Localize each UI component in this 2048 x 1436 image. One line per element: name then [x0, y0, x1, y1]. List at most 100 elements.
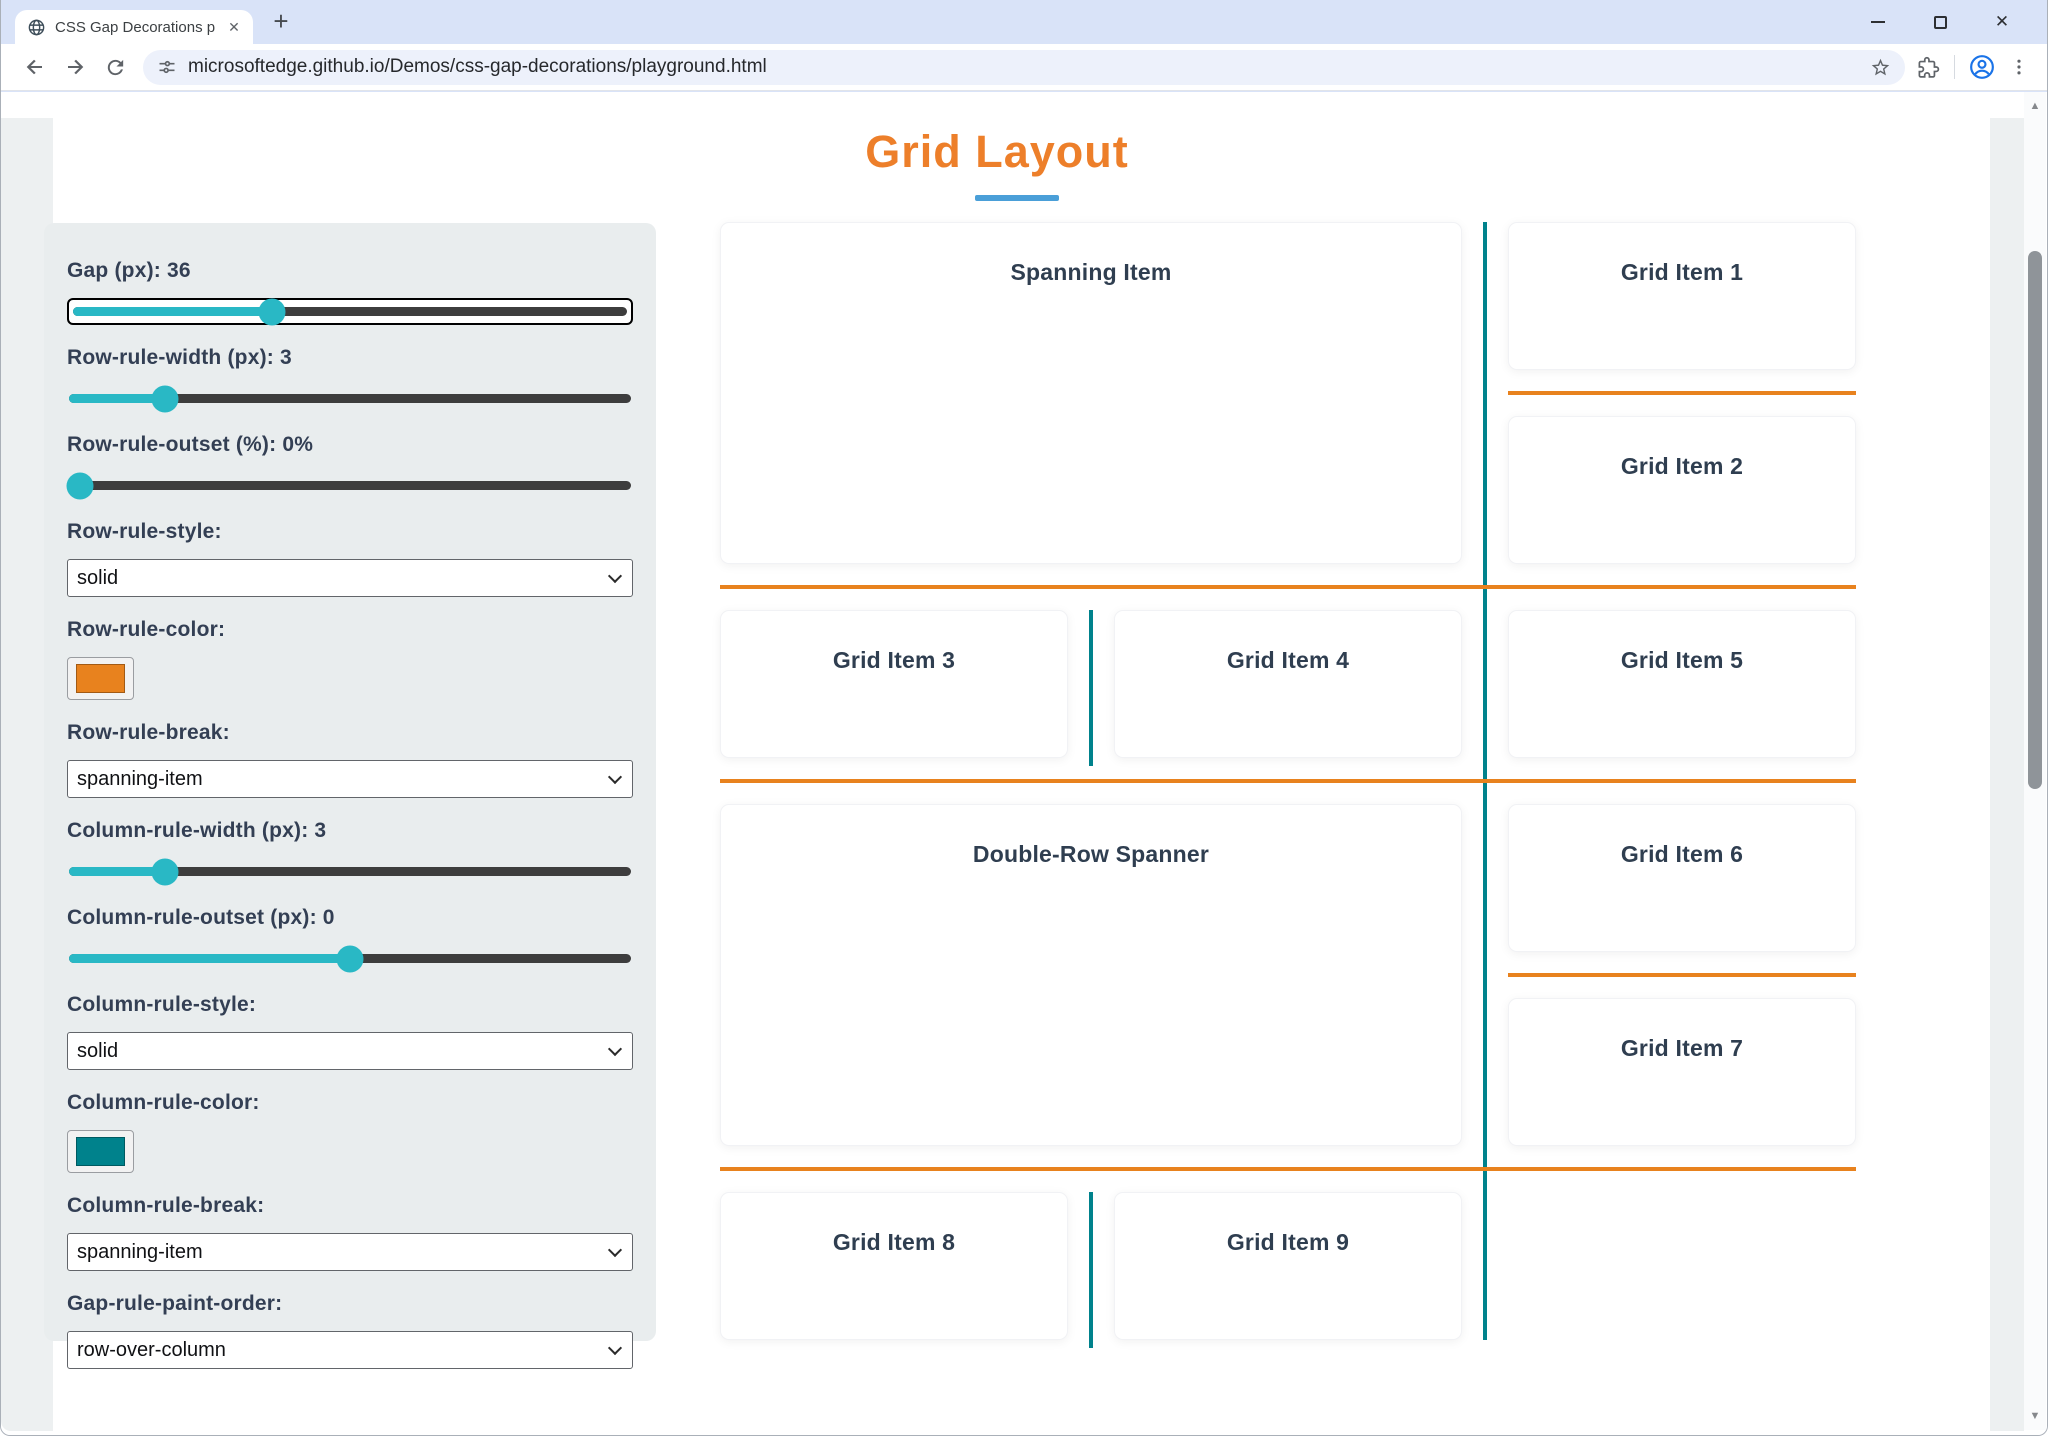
column-rule-break-select[interactable]: spanning-item	[67, 1233, 633, 1271]
chevron-down-icon	[607, 1041, 623, 1056]
scroll-up-icon[interactable]: ▲	[2029, 100, 2041, 112]
chevron-down-icon	[607, 1242, 623, 1257]
address-bar[interactable]: microsoftedge.github.io/Demos/css-gap-de…	[143, 49, 1905, 85]
url-text[interactable]: microsoftedge.github.io/Demos/css-gap-de…	[188, 56, 767, 77]
new-tab-button[interactable]: +	[273, 6, 289, 36]
slider-thumb[interactable]	[258, 298, 286, 325]
grid-item-4: Grid Item 4	[1114, 610, 1462, 758]
slider-thumb[interactable]	[151, 385, 179, 412]
grid-item-label: Grid Item 3	[832, 647, 956, 673]
column-rule-color-control: Column-rule-color:	[67, 1091, 633, 1173]
row-rule-style-label: Row-rule-style:	[67, 520, 222, 543]
grid-item-8: Grid Item 8	[720, 1192, 1068, 1340]
row-rule-break-label: Row-rule-break:	[67, 721, 230, 744]
grid-item-label: Grid Item 2	[1620, 453, 1744, 479]
gap-slider[interactable]	[67, 298, 633, 325]
slider-track[interactable]	[69, 945, 631, 972]
slider-track[interactable]	[69, 385, 631, 412]
page-margin-right	[1990, 118, 2024, 1431]
reload-button[interactable]	[95, 47, 135, 87]
row-rule-width-slider[interactable]	[67, 385, 633, 412]
column-rule-outset-label: Column-rule-outset (px): 0	[67, 906, 335, 929]
scrollbar-thumb[interactable]	[2028, 251, 2042, 789]
grid-item-double-row-spanner: Double-Row Spanner	[720, 804, 1462, 1146]
maximize-button[interactable]	[1909, 0, 1971, 44]
grid-item-spanning: Spanning Item	[720, 222, 1462, 564]
browser-toolbar: microsoftedge.github.io/Demos/css-gap-de…	[1, 44, 2047, 91]
toolbar-right	[1917, 54, 2033, 80]
row-rule-outset-slider[interactable]	[66, 472, 633, 499]
grid-item-7: Grid Item 7	[1508, 998, 1856, 1146]
minimize-button[interactable]	[1847, 0, 1909, 44]
favicon-globe-icon	[27, 18, 46, 37]
row-rule-color-label: Row-rule-color:	[67, 618, 226, 641]
tab-close-icon[interactable]: ✕	[228, 18, 240, 35]
select-value: spanning-item	[77, 767, 203, 790]
row-rule-color-picker[interactable]	[67, 657, 134, 700]
bookmark-star-icon[interactable]	[1870, 57, 1891, 78]
column-rule-color-picker[interactable]	[67, 1130, 134, 1173]
column-rule-color-label: Column-rule-color:	[67, 1091, 260, 1114]
chevron-down-icon	[607, 769, 623, 784]
slider-track[interactable]	[69, 858, 631, 885]
color-swatch	[76, 664, 125, 693]
column-rule-outset-control: Column-rule-outset (px): 0	[67, 906, 633, 972]
chevron-down-icon	[607, 568, 623, 583]
page-title: Grid Layout	[865, 126, 1129, 177]
grid-item-label: Grid Item 4	[1226, 647, 1350, 673]
row-rule-outset-control: Row-rule-outset (%): 0%	[66, 433, 633, 499]
grid-item-label: Grid Item 6	[1620, 841, 1744, 867]
browser-tab[interactable]: CSS Gap Decorations playgroun ✕	[15, 10, 253, 44]
extensions-icon[interactable]	[1917, 56, 1940, 79]
grid-item-6: Grid Item 6	[1508, 804, 1856, 952]
column-rule-break-control: Column-rule-break: spanning-item	[67, 1194, 633, 1271]
grid-item-5: Grid Item 5	[1508, 610, 1856, 758]
column-rule-outset-slider[interactable]	[67, 945, 633, 972]
grid-item-label: Grid Item 9	[1226, 1229, 1350, 1255]
vertical-scrollbar[interactable]: ▲ ▼	[2024, 92, 2046, 1430]
select-value: solid	[77, 566, 119, 589]
title-underline	[975, 195, 1059, 201]
tab-title: CSS Gap Decorations playgroun	[55, 18, 216, 36]
forward-button[interactable]	[55, 47, 95, 87]
close-button[interactable]: ✕	[1994, 12, 2010, 31]
grid-item-label: Grid Item 8	[832, 1229, 956, 1255]
toolbar-divider	[1954, 55, 1955, 79]
page-content: Grid Layout Gap (px): 36 Row-rule-width …	[1, 92, 2047, 1435]
slider-thumb[interactable]	[66, 472, 94, 499]
select-value: solid	[77, 1039, 119, 1062]
column-rule-break-label: Column-rule-break:	[67, 1194, 265, 1217]
slider-thumb[interactable]	[336, 945, 364, 972]
grid-item-9: Grid Item 9	[1114, 1192, 1462, 1340]
color-swatch	[76, 1137, 125, 1166]
menu-kebab-icon[interactable]	[2009, 57, 2029, 77]
grid-item-label: Grid Item 5	[1620, 647, 1744, 673]
row-rule-outset-label: Row-rule-outset (%): 0%	[67, 433, 314, 456]
row-rule-break-select[interactable]: spanning-item	[67, 760, 633, 798]
controls-panel: Gap (px): 36 Row-rule-width (px): 3 Row-…	[44, 223, 656, 1369]
slider-track[interactable]	[73, 298, 627, 325]
column-rule-width-control: Column-rule-width (px): 3	[67, 819, 633, 885]
column-rule-style-label: Column-rule-style:	[67, 993, 257, 1016]
gap-rule-paint-order-control: Gap-rule-paint-order: row-over-column	[67, 1292, 633, 1369]
column-rule-style-select[interactable]: solid	[67, 1032, 633, 1070]
grid-item-label: Spanning Item	[1010, 259, 1172, 285]
row-rule-width-label: Row-rule-width (px): 3	[67, 346, 292, 369]
profile-avatar-icon[interactable]	[1969, 54, 1995, 80]
tab-strip: CSS Gap Decorations playgroun ✕ + ✕	[1, 0, 2047, 44]
slider-thumb[interactable]	[151, 858, 179, 885]
window-controls: ✕	[1847, 0, 2033, 44]
gap-rule-paint-order-select[interactable]: row-over-column	[67, 1331, 633, 1369]
site-settings-icon[interactable]	[157, 57, 177, 77]
select-value: spanning-item	[77, 1240, 203, 1263]
grid-item-label: Grid Item 7	[1620, 1035, 1744, 1061]
back-button[interactable]	[15, 47, 55, 87]
scroll-down-icon[interactable]: ▼	[2029, 1410, 2041, 1422]
slider-track[interactable]	[66, 472, 631, 499]
grid-item-1: Grid Item 1	[1508, 222, 1856, 370]
grid-item-3: Grid Item 3	[720, 610, 1068, 758]
row-rule-style-select[interactable]: solid	[67, 559, 633, 597]
column-rule-width-slider[interactable]	[67, 858, 633, 885]
grid-item-label: Double-Row Spanner	[972, 841, 1210, 867]
